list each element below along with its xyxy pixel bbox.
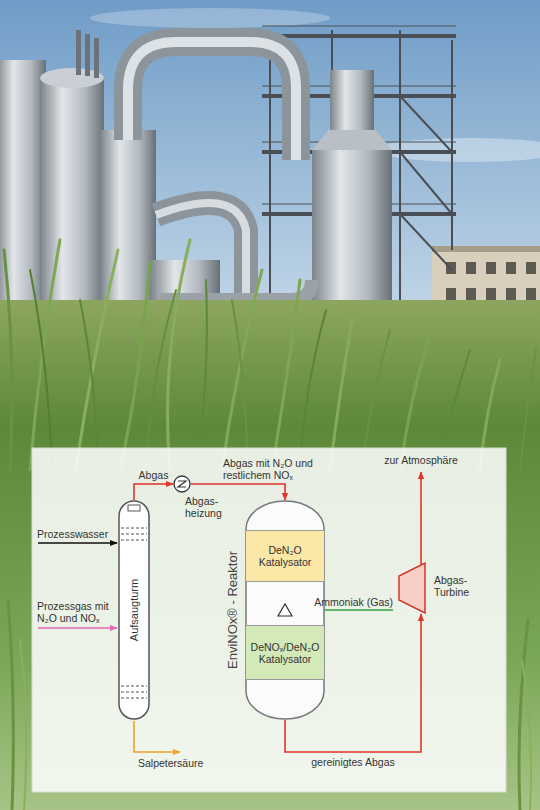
blade: [272, 280, 300, 470]
grass: [0, 300, 540, 810]
flow-label: Salpetersäure: [138, 757, 203, 769]
catalyst-band: DeN₂O Katalysator: [246, 530, 324, 582]
catalyst-label: DeN₂O Katalysator: [247, 544, 323, 568]
stair: [400, 152, 452, 214]
vessel-cone: [312, 128, 392, 150]
edge-label: Abgas mit N₂O und restlichem NOₓ: [223, 457, 323, 481]
blade: [300, 310, 326, 470]
edge-label: Abgas: [139, 469, 169, 481]
tower-label: Aufsaugturm: [128, 579, 140, 641]
window: [466, 262, 476, 274]
blade: [520, 350, 536, 470]
pipe: [128, 42, 296, 160]
platform: [262, 34, 456, 38]
grass-blades: [4, 240, 536, 810]
tower-tray: [121, 692, 147, 693]
tower-head: [128, 505, 140, 511]
flow-connector: [134, 484, 173, 500]
flow-label: zur Atmosphäre: [384, 454, 458, 466]
vessel-top: [330, 70, 374, 130]
pipe: [160, 280, 312, 300]
ammonia-distributor: [278, 604, 292, 616]
turbine-symbol: Abgas- Turbine: [398, 562, 426, 614]
cloud: [90, 8, 330, 28]
window: [446, 288, 456, 300]
turbine-outline: [398, 562, 426, 614]
tower-tray: [121, 540, 147, 541]
turbine-label: Abgas- Turbine: [434, 574, 469, 598]
blade: [222, 270, 262, 470]
blade: [196, 280, 207, 470]
building-roof: [432, 246, 540, 252]
process-gas-arrow: [38, 627, 117, 629]
pipes: [128, 42, 312, 345]
blade: [146, 290, 176, 470]
blade: [8, 600, 13, 810]
tower-body: [119, 501, 149, 719]
tower-tray: [121, 698, 147, 699]
turbine-shape: [399, 563, 425, 613]
window: [526, 262, 536, 274]
flow-label: Ammoniak (Gas): [314, 596, 393, 608]
railing: [262, 26, 456, 27]
heater-outline: [173, 475, 191, 493]
blade: [30, 240, 60, 470]
flow-label: Prozessgas mit N₂O und NOₓ: [37, 600, 117, 624]
reactor-vessel: DeN₂O KatalysatorDeNOₓ/DeN₂O Katalysator…: [245, 500, 325, 720]
stack: [85, 34, 90, 76]
tower-tray: [121, 534, 147, 535]
blade: [4, 250, 12, 470]
blade: [30, 270, 52, 470]
stacks: [76, 30, 99, 78]
heater-circle: [174, 476, 190, 492]
building-windows: [446, 262, 536, 300]
blade: [120, 262, 150, 470]
blade: [522, 660, 531, 810]
catalyst-label: DeNOₓ/DeN₂O Katalysator: [247, 641, 323, 665]
heater-symbol: Abgas- heizung: [173, 475, 191, 493]
edge-label: gereinigtes Abgas: [311, 756, 394, 768]
flow-label: Prozesswasser: [37, 528, 108, 540]
window: [466, 288, 476, 300]
blade: [519, 620, 528, 810]
reactor-heading: EnviNOx® - Reaktor: [225, 551, 240, 669]
window: [506, 262, 516, 274]
acid-arrow: [134, 721, 180, 752]
absorption-tower: Aufsaugturm: [118, 500, 150, 720]
window: [506, 288, 516, 300]
tower-tray: [121, 686, 147, 687]
blade: [80, 300, 98, 470]
stack: [76, 30, 81, 75]
blade: [168, 240, 191, 470]
window: [526, 288, 536, 300]
heater-zigzag: [178, 481, 186, 487]
blade: [232, 300, 248, 470]
column: [451, 40, 453, 250]
blade: [76, 250, 118, 470]
water-arrow: [38, 542, 117, 544]
window: [486, 262, 496, 274]
tower-tray: [121, 528, 147, 529]
diagram-panel: [32, 448, 506, 792]
heater-label: Abgas- heizung: [185, 495, 222, 519]
pipe-highlight: [128, 42, 296, 160]
stack: [94, 38, 99, 78]
window: [486, 288, 496, 300]
blade: [20, 640, 26, 810]
stair: [400, 96, 452, 152]
reactor-body: [246, 501, 324, 719]
catalyst-band: DeNOₓ/DeN₂O Katalysator: [246, 625, 324, 680]
column: [399, 30, 401, 340]
stair: [400, 214, 452, 270]
